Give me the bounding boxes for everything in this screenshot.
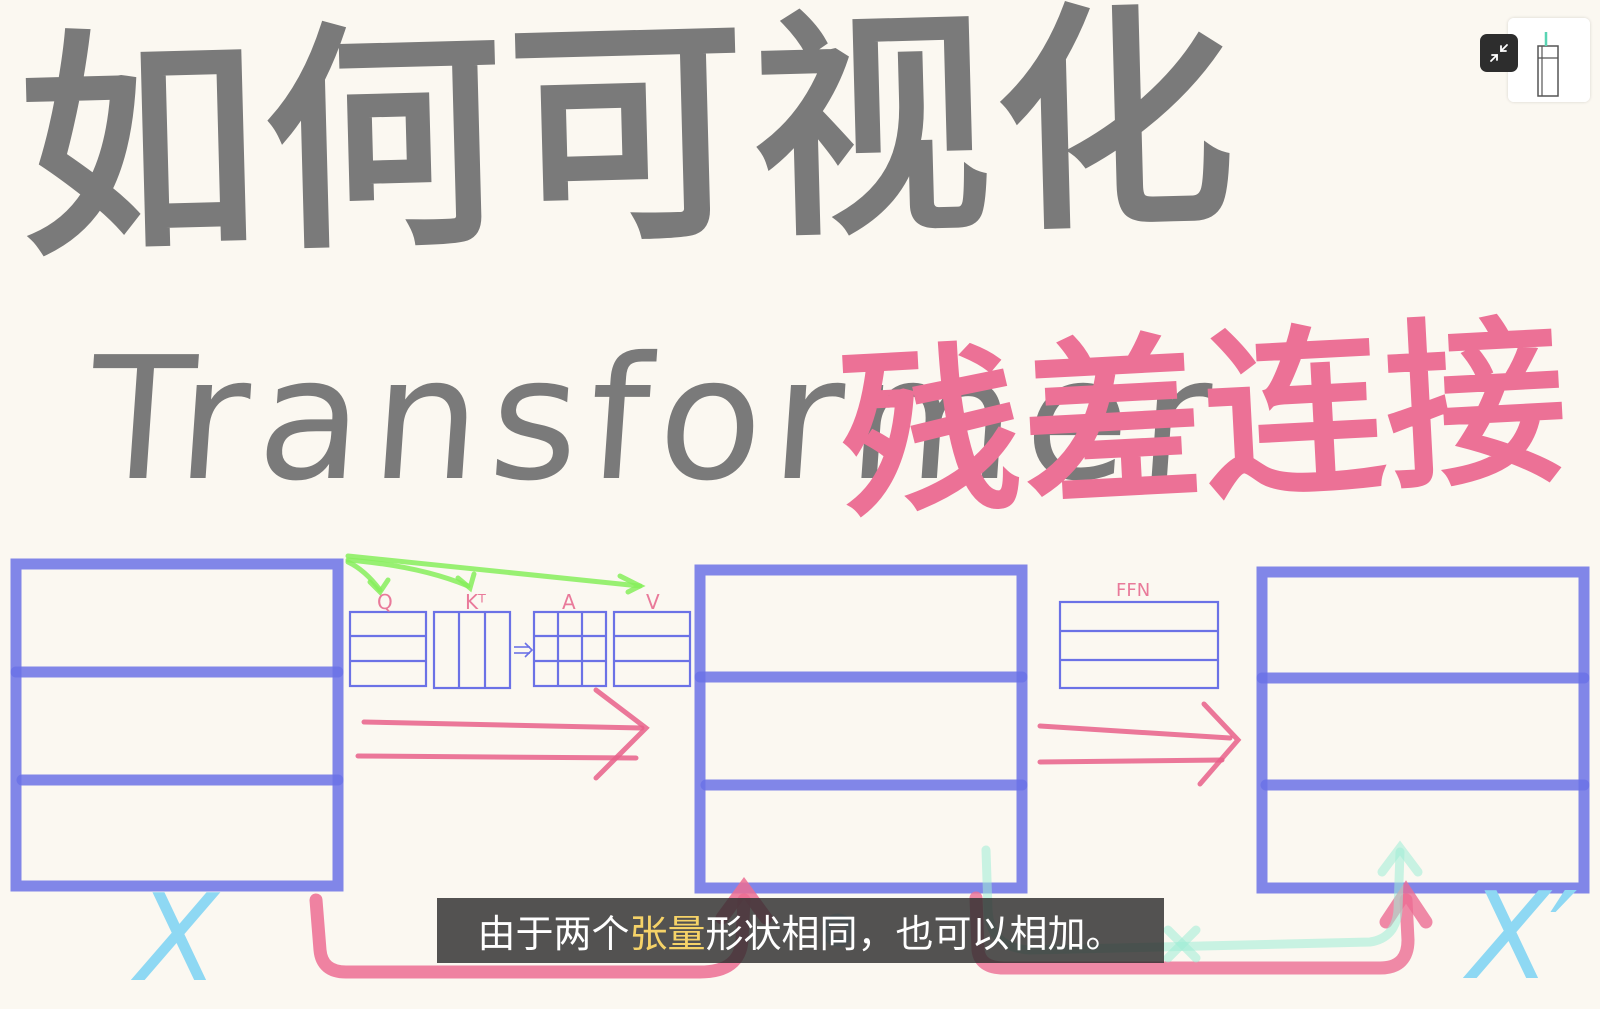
q-matrix (348, 610, 428, 688)
a-matrix (532, 610, 608, 688)
ffn-double-arrow (1037, 701, 1242, 787)
q-label: Q (377, 590, 393, 614)
tensor-x-prime (1256, 566, 1590, 894)
ffn-matrix (1058, 600, 1220, 690)
small-implies-arrow (514, 642, 534, 658)
subtitle-text-highlight: 张量 (629, 912, 706, 956)
k-transpose-matrix (432, 610, 512, 690)
collapse-icon (1490, 44, 1508, 62)
subtitle-caption: 由于两个张量形状相同，也可以相加。 (437, 898, 1164, 963)
attention-green-arrows (345, 553, 646, 596)
tensor-x (10, 558, 344, 892)
tensor-attention-output (694, 564, 1028, 894)
subtitle-text-before: 由于两个 (477, 912, 630, 956)
v-matrix (612, 610, 692, 688)
thumbnail-preview (1508, 18, 1590, 102)
video-thumbnail[interactable] (1508, 18, 1590, 102)
v-label: V (646, 590, 660, 614)
collapse-button[interactable] (1480, 34, 1518, 72)
subtitle-text-after: 形状相同，也可以相加。 (705, 912, 1124, 956)
ffn-label: FFN (1116, 580, 1151, 601)
k-label: Kᵀ (465, 590, 486, 614)
a-label: A (562, 590, 576, 614)
input-x-label: X (136, 870, 219, 1009)
attention-double-arrow (355, 687, 650, 781)
output-x-prime-label: X′ (1468, 868, 1578, 1007)
